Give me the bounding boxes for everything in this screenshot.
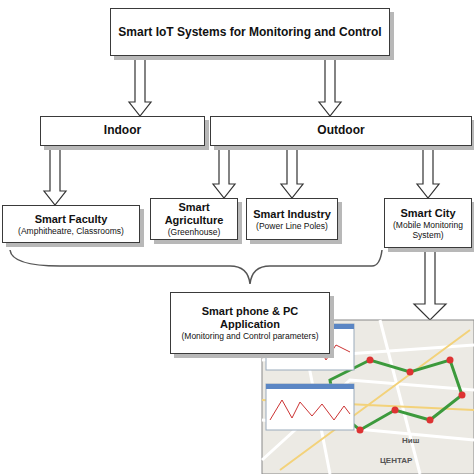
application-box: Smart Agriculture(Greenhouse): [150, 198, 238, 240]
node-title: Smart phone & PC Application: [174, 305, 326, 331]
chart-line: [270, 400, 350, 420]
grouping-brace: [10, 250, 382, 284]
application-box: Smart Faculty(Amphitheatre, Classrooms): [2, 205, 140, 243]
node-title: Smart Agriculture: [154, 201, 234, 227]
map-label: ЦЕНТАР: [380, 456, 412, 465]
node-subtitle: (Monitoring and Control parameters): [181, 331, 318, 341]
node-title: Indoor: [104, 123, 141, 137]
node-subtitle: (Power Line Poles): [256, 221, 328, 231]
hollow-arrow: [414, 250, 446, 320]
node-subtitle: (Greenhouse): [168, 227, 220, 237]
category-box: Outdoor: [210, 116, 472, 146]
node-subtitle: (Amphitheatre, Classrooms): [18, 226, 124, 236]
hollow-arrow: [319, 56, 341, 116]
node-title: Outdoor: [317, 123, 364, 137]
root-box: Smart IoT Systems for Monitoring and Con…: [110, 8, 390, 56]
node-title: Smart IoT Systems for Monitoring and Con…: [118, 25, 381, 39]
node-title: Smart City: [400, 207, 455, 220]
hollow-arrow: [417, 146, 439, 198]
category-box: Indoor: [40, 116, 205, 146]
hollow-arrow: [129, 56, 151, 116]
node-subtitle: (Mobile Monitoring System): [388, 220, 468, 240]
app-box: Smart phone & PC Application(Monitoring …: [170, 292, 330, 354]
map-label: Ниш: [402, 436, 419, 445]
application-box: Smart City(Mobile Monitoring System): [384, 198, 472, 248]
hollow-arrow: [44, 146, 66, 205]
application-box: Smart Industry(Power Line Poles): [246, 198, 338, 240]
hollow-arrow: [281, 146, 303, 198]
node-title: Smart Faculty: [35, 213, 108, 226]
chart-panel: [266, 384, 354, 430]
node-title: Smart Industry: [253, 208, 331, 221]
hollow-arrow: [213, 146, 235, 198]
chart-header: [266, 384, 354, 389]
